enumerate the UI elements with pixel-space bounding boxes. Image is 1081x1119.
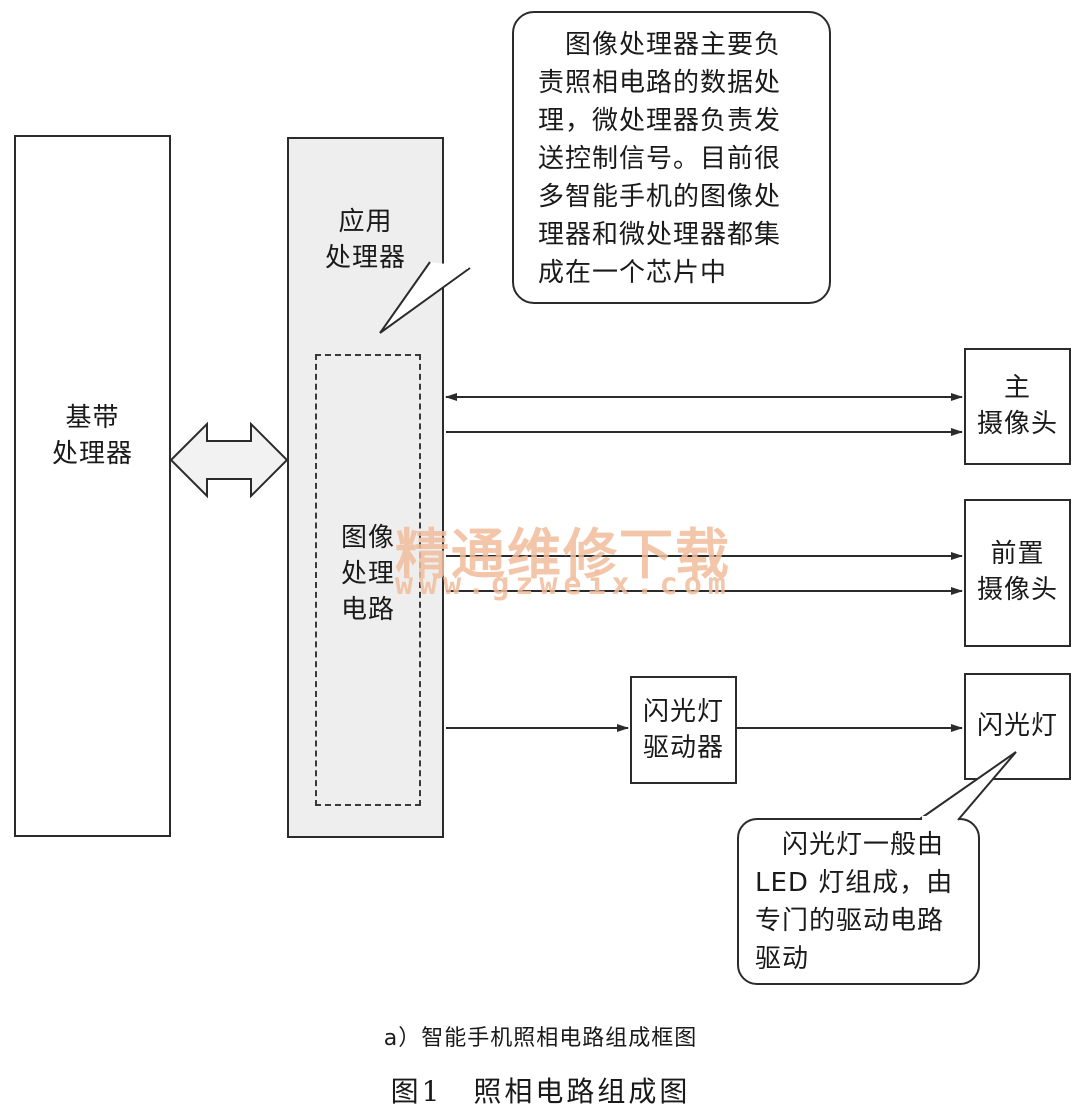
flash-driver-box xyxy=(630,676,737,784)
callout-flash xyxy=(737,818,980,985)
flash-label: 闪光灯 xyxy=(976,711,1058,741)
callout-image-processor xyxy=(512,11,831,304)
watermark-url: www.gzweix.com xyxy=(395,567,732,602)
front-camera-label: 前置 摄像头 xyxy=(976,539,1058,605)
callout-top-text: 图像处理器主要负 责照相电路的数据处 理，微处理器负责发 送控制信号。目前很 多… xyxy=(538,30,782,288)
application-processor-box xyxy=(287,137,444,838)
callout-bottom-text: 闪光灯一般由 LED 灯组成，由 专门的驱动电路 驱动 xyxy=(755,830,954,974)
front-camera-box xyxy=(964,499,1071,647)
flash-driver-label: 闪光灯 驱动器 xyxy=(642,697,724,763)
main-camera-label: 主 摄像头 xyxy=(976,373,1058,439)
bidirectional-block-arrow xyxy=(169,421,289,499)
callout-top-tail xyxy=(379,261,471,334)
app-processor-label: 应用 处理器 xyxy=(324,207,406,273)
baseband-processor-box xyxy=(14,135,171,837)
flash-box xyxy=(964,673,1071,780)
isp-label: 图像 处理 电路 xyxy=(340,523,395,625)
figure-caption: 图1 照相电路组成图 xyxy=(390,1075,691,1108)
baseband-label: 基带 处理器 xyxy=(51,403,133,469)
watermark-text: 精通维修下载 xyxy=(395,523,731,586)
main-camera-box xyxy=(964,348,1071,465)
callout-bottom-tail xyxy=(919,751,1017,821)
image-processing-circuit-region xyxy=(315,354,421,806)
subfigure-caption: a）智能手机照相电路组成框图 xyxy=(383,1026,698,1051)
